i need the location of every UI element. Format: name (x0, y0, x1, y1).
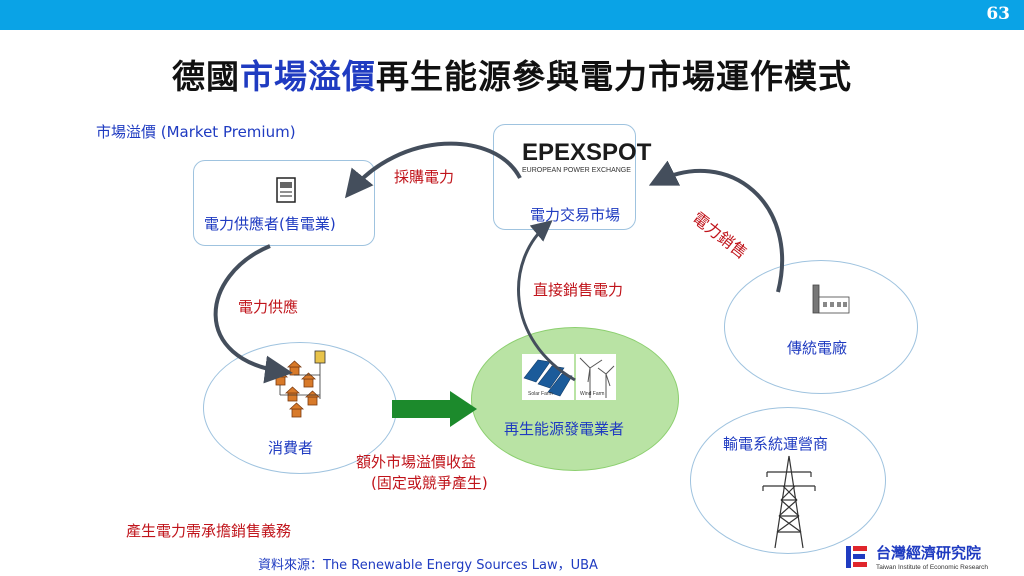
sales-arrow (648, 160, 785, 293)
transmission-tower-icon (762, 455, 816, 549)
title-highlight: 市場溢價 (240, 57, 376, 96)
epexspot-logo-subtext: EUROPEAN POWER EXCHANGE (522, 167, 631, 174)
direct-sale-arrow (517, 220, 576, 382)
exchange-label: 電力交易市場 (530, 206, 621, 224)
wind-farm-caption: Wind Farm (580, 391, 605, 397)
renewable-circle: Solar Farm Wind Farm 再生能源發電業者 (471, 327, 679, 471)
supply-arrow (213, 244, 293, 384)
solar-farm-icon (522, 354, 574, 400)
purchase-arrow (344, 141, 522, 199)
title-part2: 再生能源參與電力市場運作模式 (376, 57, 852, 96)
wind-farm-icon (576, 354, 616, 400)
supplier-box: 電力供應者(售電業) (193, 160, 375, 246)
epexspot-logo-text: EPEXSPOT (522, 139, 652, 166)
conventional-circle: 傳統電廠 (724, 260, 918, 394)
tier-logo-icon (846, 546, 867, 568)
title-part1: 德國 (172, 57, 240, 96)
logo-en: Taiwan Institute of Economic Research (876, 564, 988, 571)
meter-icon (276, 177, 296, 203)
renewable-label: 再生能源發電業者 (504, 420, 625, 438)
epexspot-logo: EPEXSPOT EUROPEAN POWER EXCHANGE (522, 139, 652, 175)
conventional-label: 傳統電廠 (787, 339, 848, 357)
logo-cn: 台灣經濟研究院 (876, 544, 982, 562)
institute-logo: 台灣經濟研究院 Taiwan Institute of Economic Res… (840, 540, 1022, 576)
obligation-label: 產生電力需承擔銷售義務 (126, 522, 292, 540)
solar-farm-caption: Solar Farm (528, 391, 553, 397)
page-number: 63 (986, 4, 1010, 24)
premium-label-line2: (固定或競爭產生) (371, 474, 488, 492)
purchase-label: 採購電力 (394, 168, 455, 186)
subtitle: 市場溢價 (Market Premium) (96, 123, 296, 141)
factory-icon (812, 284, 850, 314)
consumer-circle: 消費者 (203, 342, 397, 474)
premium-label-line1: 額外市場溢價收益 (356, 453, 477, 471)
direct-sale-label: 直接銷售電力 (533, 281, 624, 299)
tso-label: 輸電系統運營商 (723, 435, 829, 453)
premium-arrow (392, 391, 477, 427)
header-bar: 63 (0, 0, 1024, 30)
exchange-box: EPEXSPOT EUROPEAN POWER EXCHANGE 電力交易市場 (493, 124, 651, 230)
consumer-label: 消費者 (268, 439, 314, 457)
source-note: 資料來源：The Renewable Energy Sources Law，UB… (258, 558, 598, 573)
supplier-label: 電力供應者(售電業) (204, 215, 336, 233)
tso-circle: 輸電系統運營商 (690, 407, 886, 554)
supply-label: 電力供應 (238, 298, 299, 316)
page-title: 德國市場溢價再生能源參與電力市場運作模式 (0, 50, 1024, 98)
